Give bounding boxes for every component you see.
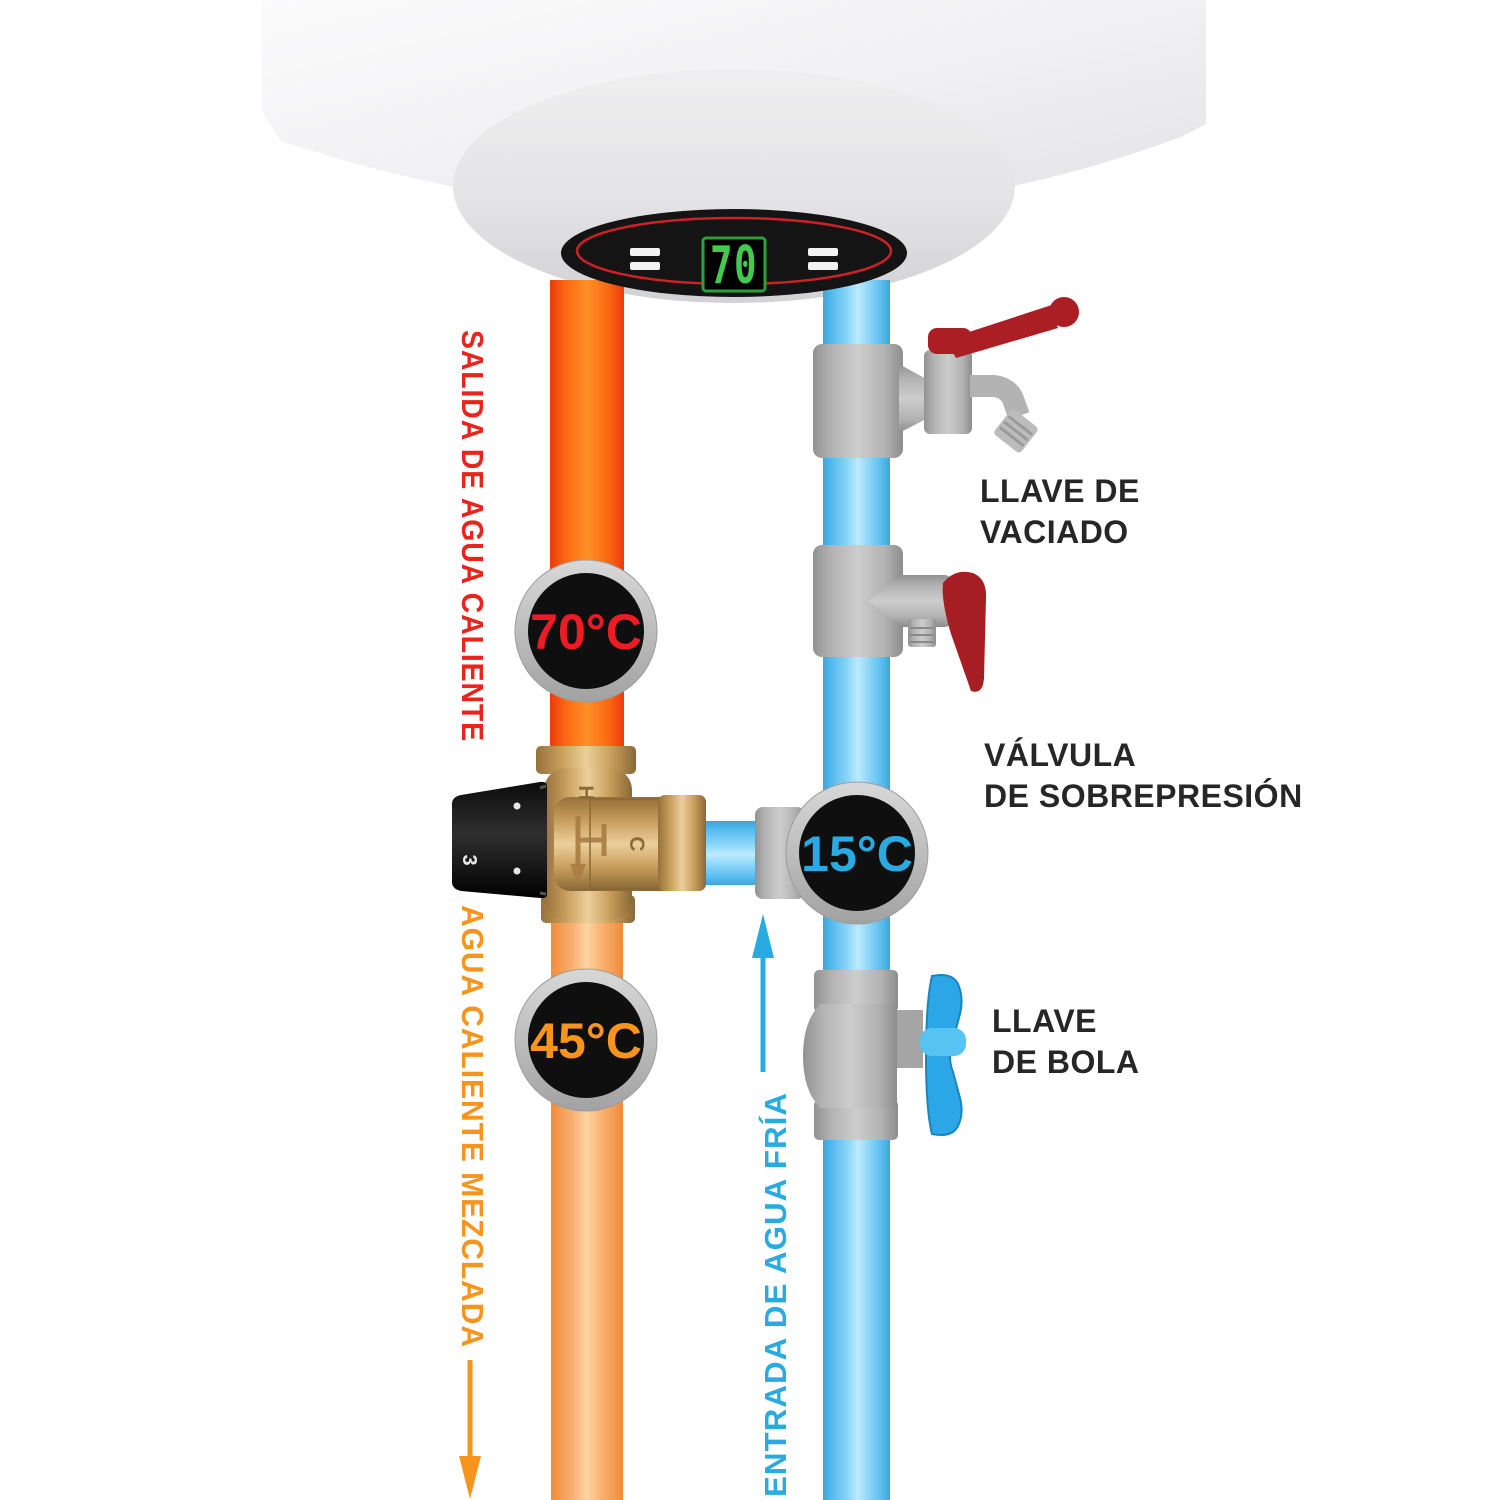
mixed-flow-down-arrow (459, 1360, 481, 1499)
label-hot-outlet-flow: SALIDA DE AGUA CALIENTE (455, 330, 490, 742)
drain-spout (970, 375, 1030, 420)
badge-cold-15: 15°C (785, 781, 929, 925)
mixing-valve-hot-port-mark: H (574, 785, 597, 800)
ball-valve-body (803, 1004, 897, 1108)
relief-valve-branch (869, 575, 951, 627)
mixing-valve-knob: 3 (451, 781, 547, 899)
mixing-valve-right-flange (658, 795, 706, 891)
label-relief-valve: VÁLVULA DE SOBREPRESIÓN (984, 737, 1303, 814)
mixing-valve-top-flange (536, 746, 636, 774)
label-relief-valve-line1: VÁLVULA (984, 737, 1136, 773)
relief-valve-coupling (813, 545, 903, 657)
label-drain-valve-line1: LLAVE DE (980, 473, 1140, 509)
drain-spout-cap (994, 409, 1038, 453)
badge-mixed-45: 45°C (514, 968, 658, 1112)
cold-flow-up-arrow (752, 914, 774, 1072)
drain-valve-coupling (813, 344, 903, 458)
knob-dot-top (513, 802, 521, 810)
knob-setting-number: 3 (458, 854, 480, 865)
label-ball-valve: LLAVE DE BOLA (992, 1003, 1140, 1080)
ball-valve-top-coupling (814, 970, 898, 1012)
drain-valve (813, 297, 1079, 458)
label-ball-valve-line2: DE BOLA (992, 1044, 1140, 1080)
temperature-display: 70 (561, 209, 907, 297)
cold-feed-pipe-horizontal (698, 821, 764, 885)
ball-valve (803, 970, 966, 1140)
label-drain-valve: LLAVE DE VACIADO (980, 473, 1140, 550)
ball-valve-stem (897, 1010, 923, 1068)
label-mixed-outlet-flow: AGUA CALIENTE MEZCLADA (455, 905, 490, 1348)
label-cold-inlet-flow: ENTRADA DE AGUA FRÍA (758, 1092, 793, 1497)
drain-faucet-body (924, 350, 972, 434)
mixing-valve-flow-arrowhead (570, 864, 586, 884)
mixing-valve-cold-port-mark: C (625, 836, 648, 851)
display-digit-frame (701, 236, 767, 293)
relief-valve-lever (942, 571, 987, 692)
label-drain-valve-line2: VACIADO (980, 514, 1129, 550)
drain-valve-branch (899, 364, 928, 433)
display-vent-marks (630, 248, 838, 270)
mixing-valve: H C 3 (451, 746, 706, 923)
label-ball-valve-line1: LLAVE (992, 1003, 1097, 1039)
knob-dot-bottom (513, 867, 521, 875)
ball-valve-handle-hub (920, 1028, 966, 1056)
relief-valve-nipple (908, 619, 936, 647)
mixing-valve-flow-engraving (575, 816, 607, 866)
drain-valve-lever (928, 297, 1079, 358)
badge-hot-70: 70°C (514, 559, 658, 703)
badge-hot-temperature: 70°C (530, 604, 642, 660)
label-relief-valve-line2: DE SOBREPRESIÓN (984, 778, 1303, 814)
ball-valve-bottom-coupling (814, 1100, 898, 1140)
badge-cold-temperature: 15°C (801, 826, 913, 882)
badge-mixed-temperature: 45°C (530, 1013, 642, 1069)
pressure-relief-valve (813, 545, 987, 692)
display-temperature-value: 70 (710, 236, 758, 296)
